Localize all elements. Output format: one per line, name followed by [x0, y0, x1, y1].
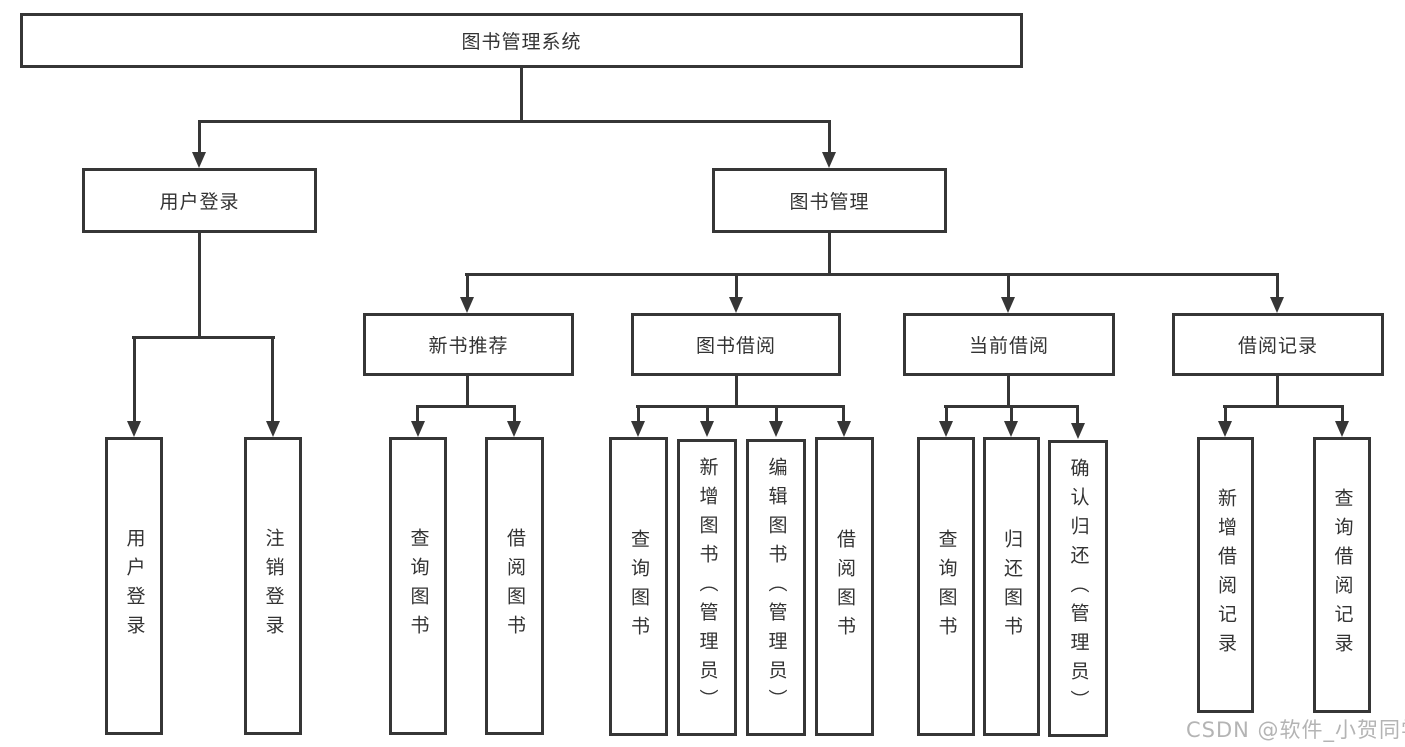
connector-line: [198, 233, 201, 339]
arrow-down-icon: [837, 421, 851, 437]
arrow-down-icon: [1270, 297, 1284, 313]
connector-line: [735, 376, 738, 408]
node-label: 借阅记录: [1237, 335, 1318, 357]
connector-line: [706, 405, 709, 423]
arrow-down-icon: [939, 421, 953, 437]
arrow-down-icon: [1071, 423, 1085, 439]
connector-line: [1007, 376, 1010, 408]
leaf-logout: 注销登录: [244, 437, 302, 735]
node-label: 用户登录: [159, 191, 240, 213]
node-label: 新增借阅记录: [1215, 488, 1237, 662]
node-new-book-recommend: 新书推荐: [363, 313, 574, 376]
connector-line: [1076, 405, 1079, 423]
node-borrow-records: 借阅记录: [1172, 313, 1384, 376]
leaf-query-books-borrow: 查询图书: [609, 437, 668, 736]
connector-line: [520, 68, 523, 121]
connector-line: [133, 336, 136, 423]
node-label: 查询图书: [407, 528, 430, 644]
node-label: 查询图书: [935, 528, 958, 645]
leaf-query-books-recommend: 查询图书: [389, 437, 447, 735]
node-book-borrow: 图书借阅: [631, 313, 841, 376]
node-user-login: 用户登录: [82, 168, 317, 233]
connector-line: [1224, 405, 1227, 423]
arrow-down-icon: [769, 421, 783, 437]
connector-line: [466, 376, 469, 408]
node-book-management: 图书管理: [712, 168, 947, 233]
node-label: 当前借阅: [968, 335, 1049, 357]
csdn-watermark: CSDN @软件_小贺同学: [1186, 718, 1405, 742]
connector-line: [466, 273, 469, 299]
connector-line: [636, 405, 844, 408]
connector-line: [132, 336, 275, 339]
connector-line: [465, 273, 1279, 276]
arrow-down-icon: [631, 421, 645, 437]
arrow-down-icon: [266, 421, 280, 437]
node-label: 新书推荐: [428, 335, 509, 357]
node-label: 注销登录: [262, 528, 285, 644]
connector-line: [416, 405, 516, 408]
node-label: 借阅图书: [504, 528, 526, 644]
arrow-down-icon: [729, 297, 743, 313]
arrow-down-icon: [822, 152, 836, 168]
node-label: 借阅图书: [834, 528, 856, 645]
node-current-borrow: 当前借阅: [903, 313, 1115, 376]
node-label: 新增图书（管理员）: [696, 457, 719, 718]
leaf-add-book-admin: 新增图书（管理员）: [677, 439, 737, 736]
node-label: 查询借阅记录: [1331, 488, 1354, 662]
connector-line: [513, 405, 516, 423]
connector-line: [1341, 405, 1344, 423]
connector-line: [945, 405, 948, 423]
node-label: 图书借阅: [695, 335, 776, 357]
connector-line: [637, 405, 640, 423]
arrow-down-icon: [1218, 421, 1232, 437]
node-label: 确认归还（管理员）: [1067, 458, 1090, 719]
leaf-user-login: 用户登录: [105, 437, 163, 735]
arrow-down-icon: [1335, 421, 1349, 437]
connector-line: [775, 405, 778, 423]
connector-line: [1010, 405, 1013, 423]
connector-line: [828, 120, 831, 156]
connector-line: [198, 120, 831, 123]
arrow-down-icon: [192, 152, 206, 168]
arrow-down-icon: [1004, 421, 1018, 437]
leaf-edit-book-admin: 编辑图书（管理员）: [746, 439, 806, 736]
node-label: 查询图书: [628, 528, 650, 645]
leaf-borrow-books-recommend: 借阅图书: [485, 437, 544, 735]
leaf-add-borrow-record: 新增借阅记录: [1197, 437, 1254, 713]
leaf-query-books-current: 查询图书: [917, 437, 975, 736]
node-system-root: 图书管理系统: [20, 13, 1023, 68]
connector-line: [842, 405, 845, 423]
connector-line: [416, 405, 419, 423]
arrow-down-icon: [1001, 297, 1015, 313]
arrow-down-icon: [507, 421, 521, 437]
arrow-down-icon: [460, 297, 474, 313]
arrow-down-icon: [127, 421, 141, 437]
node-label: 图书管理系统: [461, 31, 582, 53]
connector-line: [198, 120, 201, 156]
node-label: 用户登录: [123, 528, 146, 644]
connector-line: [271, 336, 274, 423]
leaf-borrow-books: 借阅图书: [815, 437, 874, 736]
arrow-down-icon: [411, 421, 425, 437]
connector-line: [1007, 273, 1010, 299]
leaf-confirm-return-admin: 确认归还（管理员）: [1048, 440, 1108, 737]
node-label: 归还图书: [1001, 528, 1023, 645]
connector-line: [1276, 273, 1279, 299]
connector-line: [1276, 376, 1279, 408]
node-label: 编辑图书（管理员）: [765, 457, 788, 718]
leaf-query-borrow-record: 查询借阅记录: [1313, 437, 1371, 713]
connector-line: [828, 233, 831, 276]
node-label: 图书管理: [789, 191, 870, 213]
arrow-down-icon: [700, 421, 714, 437]
leaf-return-book: 归还图书: [983, 437, 1040, 736]
connector-line: [1223, 405, 1343, 408]
connector-line: [735, 273, 738, 299]
